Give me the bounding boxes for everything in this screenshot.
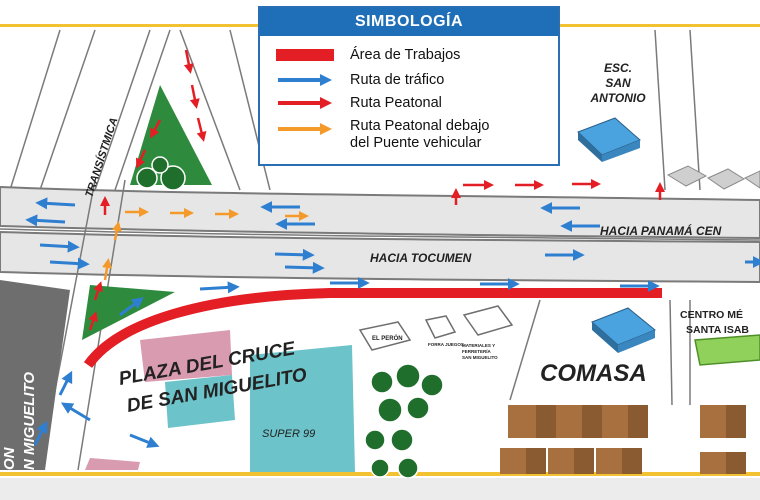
plaza-buildings xyxy=(85,330,235,470)
park-area-top xyxy=(130,85,212,185)
hacia-panama-label: HACIA PANAMÁ CEN xyxy=(600,223,722,238)
san-miguelito-label-1: ON xyxy=(1,446,18,470)
legend-item-work-area: Área de Trabajos xyxy=(274,44,460,66)
legend-label: Ruta Peatonal debajo del Puente vehicula… xyxy=(350,118,489,152)
transistmica-label: TRANSÍSTMICA xyxy=(82,116,120,199)
comasa-label: COMASA xyxy=(540,360,647,387)
san-miguelito-block xyxy=(0,280,70,470)
centro-medico-green xyxy=(694,334,760,366)
legend-label: Ruta Peatonal xyxy=(350,94,442,111)
el-peron-label: EL PERÓN xyxy=(372,334,403,342)
traffic-arrow-icon xyxy=(274,73,336,87)
bottom-bar xyxy=(0,478,760,500)
legend-label-line2: del Puente vehicular xyxy=(350,135,482,151)
small-buildings xyxy=(358,305,514,351)
trees-top xyxy=(136,156,186,191)
legend: SIMBOLOGÍA Área de Trabajos Ruta de tráf… xyxy=(258,6,560,166)
materiales-label-2: FERRETERÍA xyxy=(462,347,492,354)
park-area-bottom xyxy=(82,285,175,340)
highway-divider xyxy=(0,228,760,241)
esc-san-antonio-building xyxy=(577,117,641,162)
work-area-swatch xyxy=(274,48,336,62)
small-building-label: FORRA JUEGOS xyxy=(428,342,464,347)
pedestrian-arrow-icon xyxy=(274,96,336,110)
centro-label-2: SANTA ISAB xyxy=(686,324,749,336)
houses-top-right xyxy=(666,165,760,190)
highway-lower xyxy=(0,230,760,284)
trees-bottom xyxy=(364,363,444,479)
legend-label: Ruta de tráfico xyxy=(350,71,445,88)
materiales-label-1: MATERIALES Y xyxy=(462,343,495,348)
hacia-tocumen-label: HACIA TOCUMEN xyxy=(370,251,472,265)
esc-label-1: ESC. xyxy=(604,61,632,75)
super99-building xyxy=(250,345,355,472)
legend-label-line1: Ruta Peatonal debajo xyxy=(350,118,490,134)
pedestrian-arrows xyxy=(88,49,665,331)
under-bridge-arrow-icon xyxy=(274,122,336,136)
esc-label-3: ANTONIO xyxy=(589,91,646,105)
super99-label: SUPER 99 xyxy=(262,428,315,440)
comasa-blocks xyxy=(500,405,746,474)
legend-title: SIMBOLOGÍA xyxy=(260,8,558,36)
san-miguelito-label-2: N MIGUELITO xyxy=(21,372,38,470)
work-area xyxy=(83,288,662,369)
legend-item-traffic: Ruta de tráfico xyxy=(274,69,444,91)
legend-item-under-bridge: Ruta Peatonal debajo del Puente vehicula… xyxy=(274,118,489,158)
legend-item-pedestrian: Ruta Peatonal xyxy=(274,92,442,114)
traffic-arrows xyxy=(25,197,760,448)
centro-label-1: CENTRO MÉ xyxy=(680,308,743,321)
under-bridge-arrows xyxy=(102,207,309,281)
legend-label: Área de Trabajos xyxy=(350,46,461,63)
bottom-side-roads xyxy=(509,299,691,406)
blue-building-bottom xyxy=(591,307,656,353)
esc-label-2: SAN xyxy=(605,76,631,90)
materiales-label-3: SAN MIGUELITO xyxy=(462,355,498,360)
